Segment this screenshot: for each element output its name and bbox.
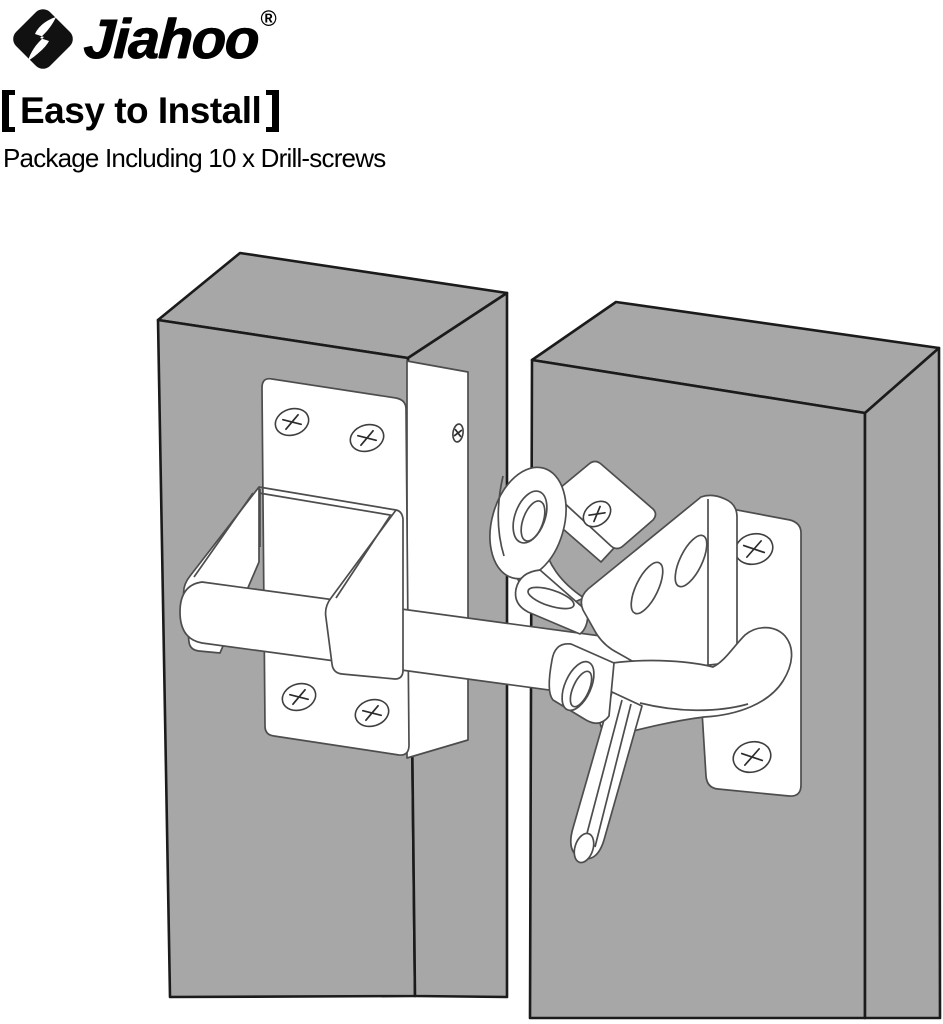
catch-pocket-right-wall xyxy=(324,509,404,680)
page-title-text: Easy to Install xyxy=(20,90,262,131)
subtitle: Package Including 10 x Drill-screws xyxy=(3,143,386,173)
brand-logo-icon xyxy=(13,9,73,69)
brand-logo: Jiahoo ® xyxy=(8,4,277,74)
logo-lightning-s xyxy=(28,17,56,61)
screw xyxy=(732,740,772,774)
registered-trademark-icon: ® xyxy=(260,6,277,31)
screw xyxy=(452,423,464,443)
lenticular-bracket-close xyxy=(266,90,280,132)
screw xyxy=(349,423,385,453)
pocket-rim-lines xyxy=(258,486,397,568)
latch-bar xyxy=(179,581,646,704)
right-post-side-face xyxy=(863,346,942,1020)
brand-name: Jiahoo xyxy=(82,7,261,70)
lever-arm-end-cap xyxy=(573,832,595,864)
page-title: Easy to Install xyxy=(2,90,280,132)
striker-flange xyxy=(406,360,469,759)
latch-lever-arm xyxy=(569,691,643,864)
lenticular-bracket-open xyxy=(2,90,15,132)
screw xyxy=(354,698,390,728)
lever-pivot-tip xyxy=(514,569,589,635)
latch-catch-finger xyxy=(548,642,615,725)
body-slot xyxy=(674,534,708,588)
screw xyxy=(582,500,612,528)
screw xyxy=(274,407,310,437)
body-slot xyxy=(630,561,664,615)
pivot-slot xyxy=(527,586,575,610)
screw xyxy=(281,682,317,712)
